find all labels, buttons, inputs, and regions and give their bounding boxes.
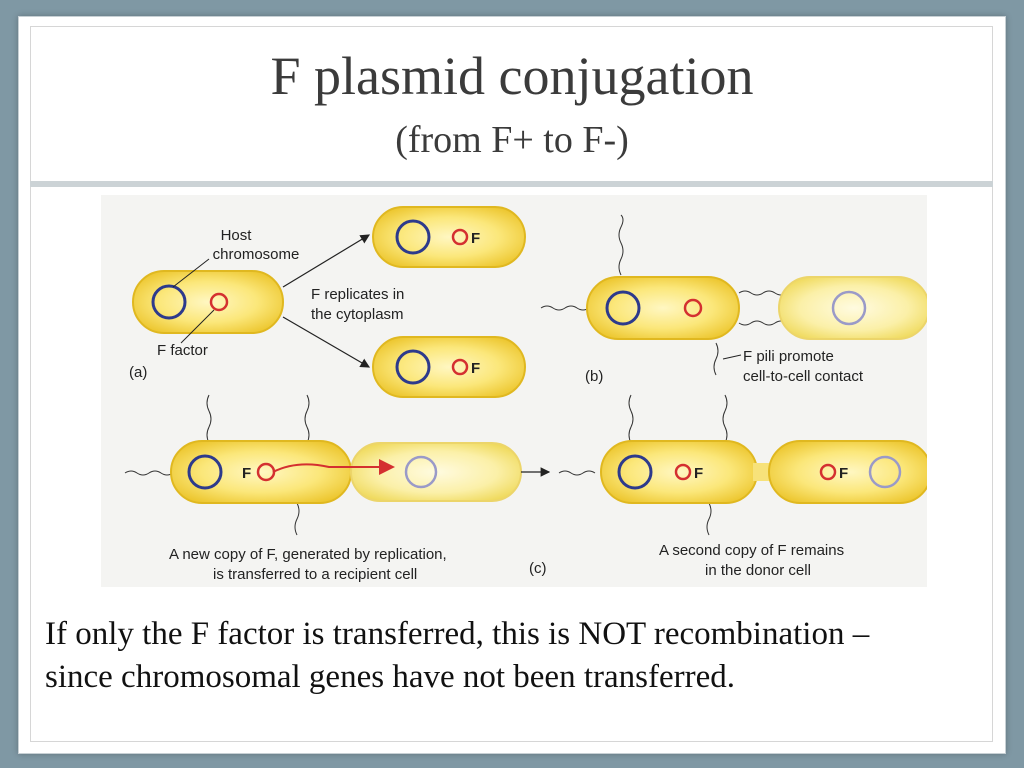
plasmid-label: F xyxy=(839,465,848,482)
plasmid-circle xyxy=(451,358,469,376)
panel-c-transfer: F A new copy of F, generated by replicat… xyxy=(124,394,551,583)
panel-c-label: (c) xyxy=(529,560,547,577)
parent-cell xyxy=(132,270,284,334)
recipient-chromosome-circle xyxy=(404,455,438,489)
pili-label-2: cell-to-cell contact xyxy=(743,368,864,385)
recipient-chromosome-circle xyxy=(831,290,867,326)
plasmid-circle xyxy=(819,463,837,481)
pilus xyxy=(628,394,634,444)
remains-label-1: A second copy of F remains xyxy=(659,542,844,559)
host-chromosome-label-2: chromosome xyxy=(213,246,300,263)
replicates-label-2: the cytoplasm xyxy=(311,306,404,323)
pilus xyxy=(713,342,719,376)
conjugation-diagram: Host chromosome F factor (a) F replicate… xyxy=(101,195,927,587)
chromosome-circle xyxy=(617,454,653,490)
pilus xyxy=(206,394,212,444)
panel-a-label: (a) xyxy=(129,364,147,381)
f-factor-leader xyxy=(180,309,215,344)
slide-title: F plasmid conjugation xyxy=(270,46,754,106)
plasmid-label: F xyxy=(694,465,703,482)
conjugation-bridge xyxy=(753,463,773,481)
pilus xyxy=(540,305,590,311)
slide-caption: If only the F factor is transferred, thi… xyxy=(45,616,870,695)
transfer-label-2: is transferred to a recipient cell xyxy=(213,566,417,583)
pilus xyxy=(294,502,300,536)
pili-leader xyxy=(722,354,742,360)
replicates-label-1: F replicates in xyxy=(311,286,404,303)
host-chromosome-circle xyxy=(151,284,187,320)
pilus-bridge xyxy=(738,320,788,326)
f-factor-circle xyxy=(209,292,229,312)
arrow-to-bottom-daughter xyxy=(282,316,371,368)
pilus xyxy=(558,470,596,476)
plasmid-circle xyxy=(674,463,692,481)
transfer-label-1: A new copy of F, generated by replicatio… xyxy=(169,546,447,563)
plasmid-label: F xyxy=(242,465,251,482)
chromosome-circle xyxy=(187,454,223,490)
pili-label-1: F pili promote xyxy=(743,348,834,365)
transfer-strand-arrow xyxy=(272,459,395,475)
donor-cell xyxy=(170,440,352,504)
chromosome-circle xyxy=(395,349,431,385)
f-factor-label: F factor xyxy=(157,342,208,359)
pilus xyxy=(304,394,310,444)
recipient-cell xyxy=(778,276,927,340)
plasmid-circle xyxy=(683,298,703,318)
chromosome-circle xyxy=(395,219,431,255)
host-chromosome-leader xyxy=(172,258,210,288)
plasmid-label: F xyxy=(471,230,480,247)
slide: F plasmid conjugation (from F+ to F-) xyxy=(18,16,1006,754)
arrow-to-top-daughter xyxy=(282,234,371,288)
conjugation-figure: Host chromosome F factor (a) F replicate… xyxy=(101,195,927,587)
recipient-chromosome-circle xyxy=(868,455,902,489)
plasmid-label: F xyxy=(471,360,480,377)
title-divider xyxy=(30,181,993,187)
panel-a: Host chromosome F factor (a) F replicate… xyxy=(129,206,526,398)
pilus xyxy=(706,502,712,536)
panel-b: (b) F pili promote cell-to-cell contact xyxy=(540,214,927,385)
pilus xyxy=(618,214,624,276)
donor-cell xyxy=(586,276,740,340)
host-chromosome-label-1: Host xyxy=(221,227,253,244)
pilus xyxy=(722,394,728,444)
panel-c-result: F F A second copy of F remains in the do… xyxy=(558,394,927,579)
pilus-bridge xyxy=(738,290,788,296)
slide-subtitle: (from F+ to F-) xyxy=(395,119,629,161)
remains-label-2: in the donor cell xyxy=(705,562,811,579)
chromosome-circle xyxy=(605,290,641,326)
donor-cell xyxy=(600,440,758,504)
panel-b-label: (b) xyxy=(585,368,603,385)
plasmid-circle xyxy=(451,228,469,246)
pilus xyxy=(124,470,174,476)
